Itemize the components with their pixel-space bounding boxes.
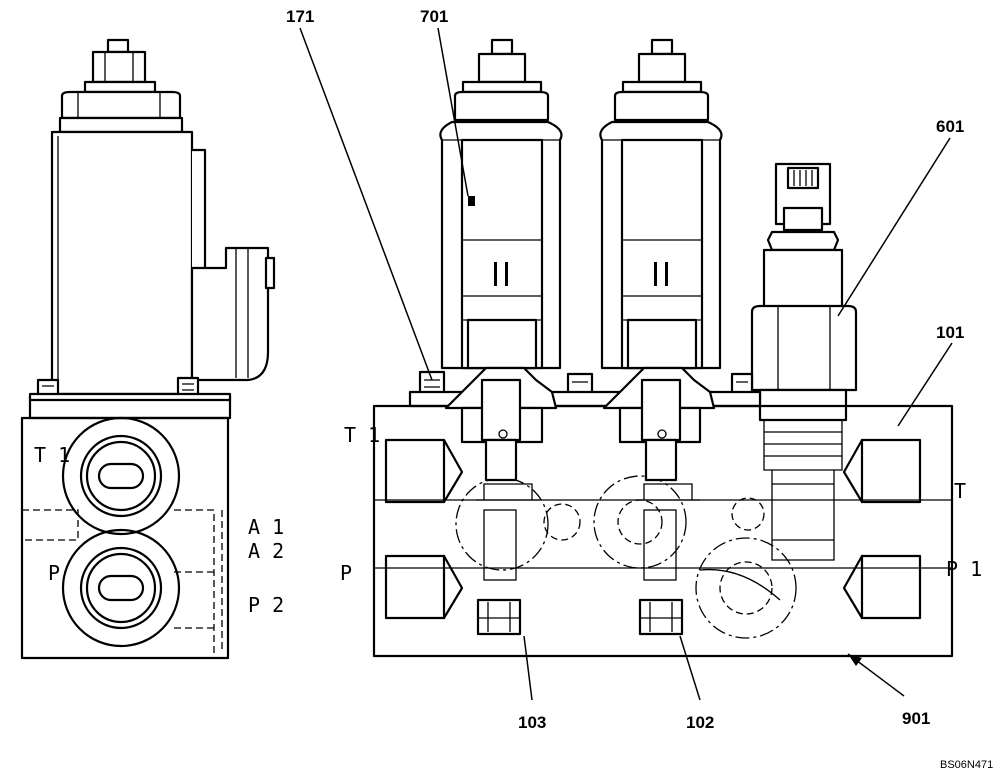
- spool-cartridge-103: [444, 366, 558, 636]
- callout-701: 701: [420, 7, 448, 26]
- leader-lines: [299, 27, 953, 701]
- side-view: [20, 38, 276, 660]
- callout-103: 103: [518, 713, 546, 732]
- callout-labels: 171 701 601 101 103 102 901: [286, 7, 964, 732]
- side-port-p2: P 2: [248, 593, 284, 617]
- front-port-p1: P 1: [946, 557, 982, 581]
- relief-valve: [750, 162, 858, 561]
- side-port-a1: A 1: [248, 515, 284, 539]
- spool-cartridge-102: [602, 366, 716, 636]
- side-view-mount: [28, 376, 232, 420]
- solenoid-coil-1: [439, 38, 563, 370]
- callout-601: 601: [936, 117, 964, 136]
- drawing-code: BS06N471: [940, 759, 993, 771]
- side-port-t1: T 1: [34, 443, 70, 467]
- front-port-labels: T 1 P T P 1: [340, 423, 982, 585]
- side-port-p: P: [48, 561, 60, 585]
- side-view-nut: [58, 38, 184, 134]
- valve-body-block: [372, 404, 954, 658]
- callout-901: 901: [902, 709, 930, 728]
- side-view-connector: [190, 246, 276, 382]
- callout-102: 102: [686, 713, 714, 732]
- callout-171: 171: [286, 7, 314, 26]
- side-port-labels: T 1 P A 1 A 2 P 2: [34, 443, 284, 617]
- solenoid-coil-2: [599, 38, 723, 370]
- front-port-t: T: [954, 479, 966, 503]
- side-port-a2: A 2: [248, 539, 284, 563]
- front-view: [372, 38, 954, 658]
- callout-101: 101: [936, 323, 964, 342]
- side-view-coil: [50, 130, 207, 396]
- front-port-t1: T 1: [344, 423, 380, 447]
- front-port-p: P: [340, 561, 352, 585]
- side-view-body: [20, 416, 230, 660]
